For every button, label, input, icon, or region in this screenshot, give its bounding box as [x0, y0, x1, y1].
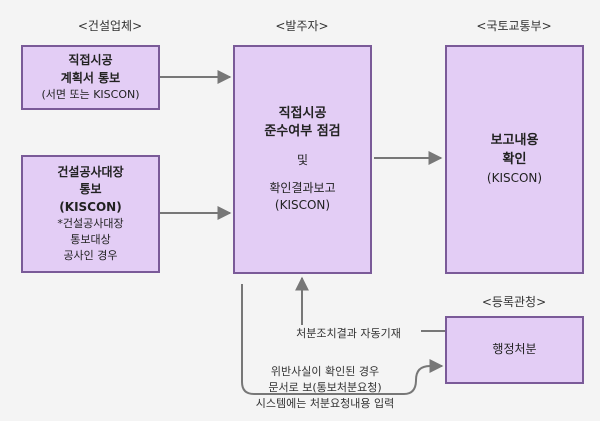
plan-line-1: 직접시공	[68, 53, 113, 68]
header-contractor: <건설업체>	[77, 19, 143, 33]
center-line-5: (KISCON)	[274, 198, 331, 213]
box-administrative-disposition: 행정처분	[445, 316, 584, 384]
arrow-center-to-admin	[241, 284, 444, 395]
ledger-line-6: 공사인 경우	[63, 249, 118, 263]
arrow-admin-to-center	[295, 276, 446, 332]
label-auto-entry: 처분조치결과 자동기재	[276, 325, 421, 341]
center-line-2: 준수여부 점검	[264, 124, 341, 140]
label-violation-request: 위반사실이 확인된 경우 문서로 보(통보처분요청) 시스템에는 처분요청내용 …	[240, 364, 410, 412]
center-line-1: 직접시공	[278, 105, 327, 121]
confirm-line-3: (KISCON)	[486, 170, 543, 185]
violation-line-2: 문서로 보(통보처분요청)	[268, 380, 382, 394]
ledger-line-2: 통보	[79, 182, 102, 197]
box-direct-construction-plan: 직접시공 계획서 통보 (서면 또는 KISCON)	[21, 45, 160, 110]
violation-line-1: 위반사실이 확인된 경우	[270, 365, 380, 378]
header-orderer: <발주자>	[275, 19, 329, 33]
violation-line-3: 시스템에는 처분요청내용 입력	[255, 396, 395, 410]
plan-line-2: 계획서 통보	[60, 70, 121, 85]
box-compliance-inspection: 직접시공 준수여부 점검 및 확인결과보고 (KISCON)	[233, 45, 372, 274]
confirm-line-1: 보고내용	[490, 132, 539, 148]
header-ministry: <국토교통부>	[476, 19, 552, 33]
center-line-4: 확인결과보고	[269, 180, 336, 195]
ledger-line-5: 통보대상	[70, 233, 111, 247]
center-line-3: 및	[296, 153, 309, 168]
box-construction-ledger: 건설공사대장 통보 (KISCON) *건설공사대장 통보대상 공사인 경우	[21, 155, 160, 273]
header-registration: <등록관청>	[481, 295, 547, 309]
admin-line-1: 행정처분	[492, 342, 537, 357]
plan-line-3: (서면 또는 KISCON)	[41, 87, 140, 101]
box-report-confirm: 보고내용 확인 (KISCON)	[445, 45, 584, 274]
ledger-line-1: 건설공사대장	[57, 165, 124, 179]
confirm-line-2: 확인	[502, 151, 527, 167]
ledger-line-4: *건설공사대장	[57, 217, 124, 231]
ledger-line-3: (KISCON)	[59, 199, 122, 214]
